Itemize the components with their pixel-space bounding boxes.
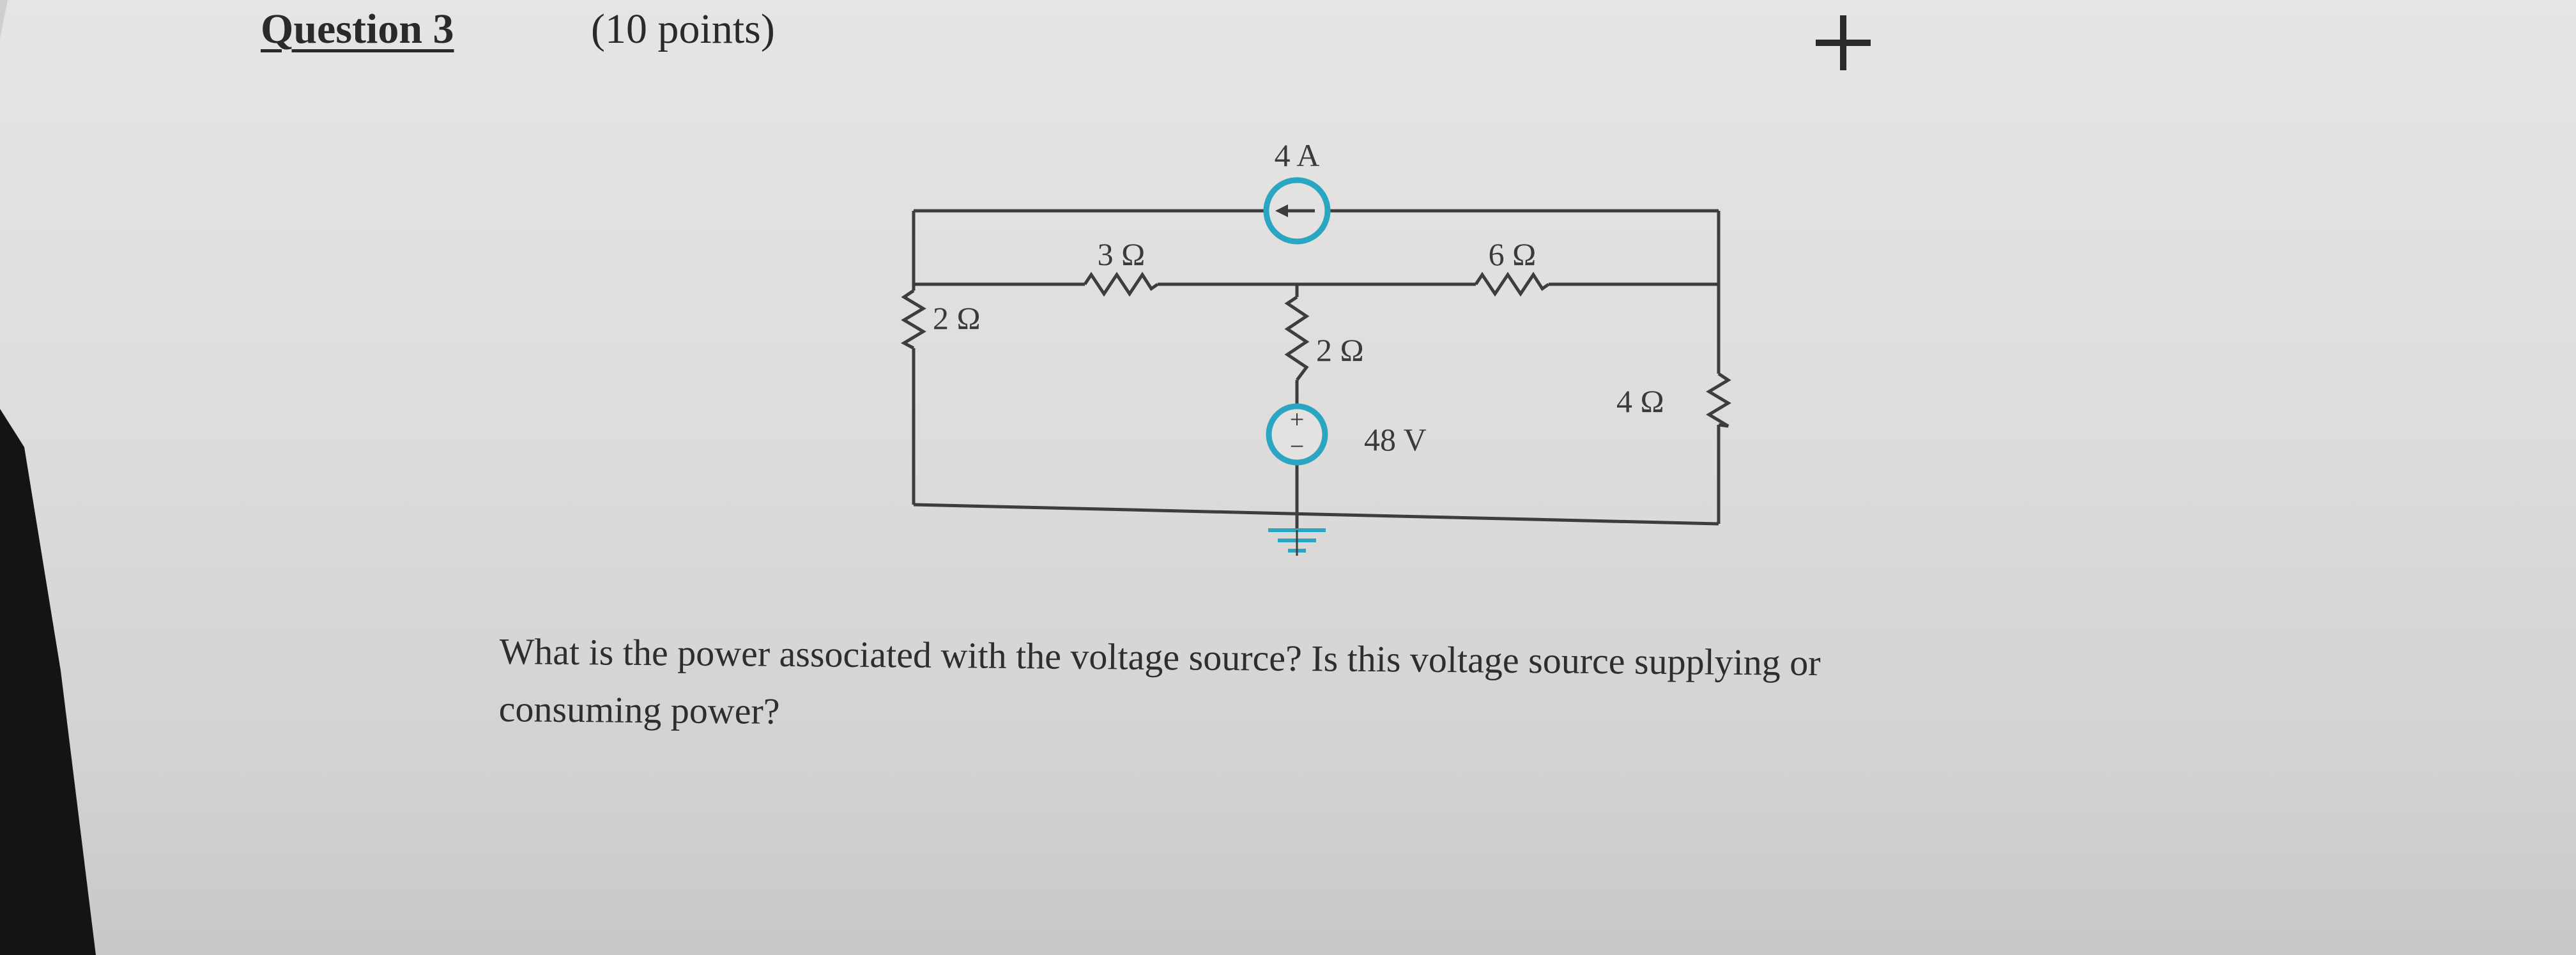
minus-sign: − [1290, 432, 1305, 461]
resistor-3-ohm [1083, 271, 1159, 297]
current-source [1263, 177, 1331, 245]
circuit-wires [912, 209, 1721, 530]
resistor-6-ohm [1474, 271, 1550, 297]
current-source-label: 4 A [1275, 137, 1320, 173]
resistor-2-ohm-left [900, 289, 926, 350]
plus-icon[interactable] [1808, 8, 1878, 78]
resistor-2-ohm-left-label: 2 Ω [933, 300, 981, 336]
resistor-6-ohm-label: 6 Ω [1489, 236, 1537, 272]
resistor-2-ohm-middle [1284, 295, 1310, 381]
resistor-4-ohm-right [1706, 372, 1731, 428]
question-prompt: What is the power associated with the vo… [498, 623, 2211, 753]
plus-sign: + [1290, 405, 1305, 434]
resistor-4-ohm-right-label: 4 Ω [1616, 383, 1664, 419]
resistor-3-ohm-label: 3 Ω [1098, 236, 1146, 272]
voltage-source-label: 48 V [1364, 422, 1427, 457]
question-title: Question 3 [261, 6, 454, 52]
circuit-diagram: + − 4 A 3 Ω 6 Ω 2 Ω 2 Ω 4 Ω 48 V [900, 137, 1731, 556]
resistor-2-ohm-middle-label: 2 Ω [1316, 332, 1364, 368]
voltage-source: + − [1266, 403, 1328, 466]
question-points: (10 points) [591, 6, 775, 52]
